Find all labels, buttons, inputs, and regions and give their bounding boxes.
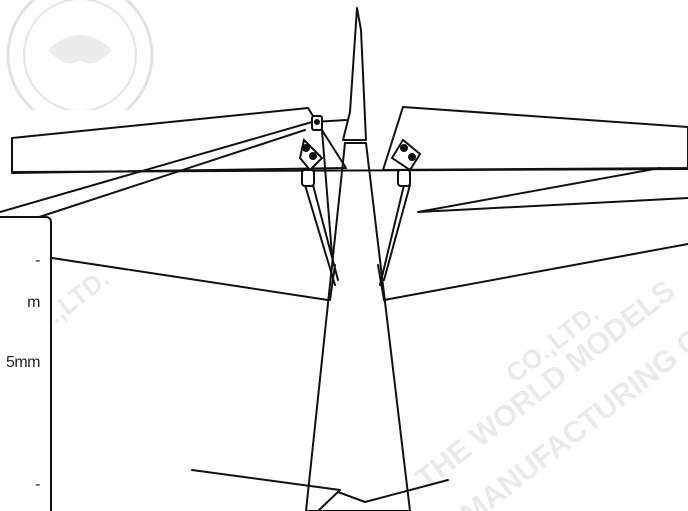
left-stabilizer-outline <box>11 107 347 174</box>
measurement-callout: - m 5mm - <box>0 216 52 511</box>
right-control-horn <box>390 138 422 187</box>
watermark-seal <box>6 0 154 110</box>
fuselage-center-left <box>329 264 336 301</box>
left-reference-line-2 <box>29 129 306 221</box>
left-pushrod-3 <box>321 129 333 256</box>
left-stabilizer-bottom-edge <box>51 257 329 301</box>
callout-line-2: m <box>27 294 40 311</box>
callout-line-3: 5mm <box>5 354 41 371</box>
left-pushrod-2 <box>312 184 339 281</box>
left-pushrod-1 <box>304 184 336 286</box>
left-reference-line-1 <box>0 121 313 213</box>
fuselage-outline <box>305 142 411 511</box>
hinge-line <box>11 168 688 173</box>
callout-line-4: - <box>35 476 40 493</box>
left-control-horn <box>298 138 324 187</box>
right-elevator-wedge <box>417 167 688 213</box>
base-line <box>191 469 341 511</box>
right-stabilizer-bottom-edge <box>383 243 688 301</box>
right-stabilizer-outline <box>382 106 688 171</box>
fin-clevis <box>311 115 323 131</box>
vertical-fin <box>342 7 367 141</box>
base-line-right <box>337 479 449 503</box>
right-pushrod-2 <box>383 184 411 281</box>
right-pushrod-1 <box>379 184 405 286</box>
callout-line-1: - <box>35 252 40 269</box>
